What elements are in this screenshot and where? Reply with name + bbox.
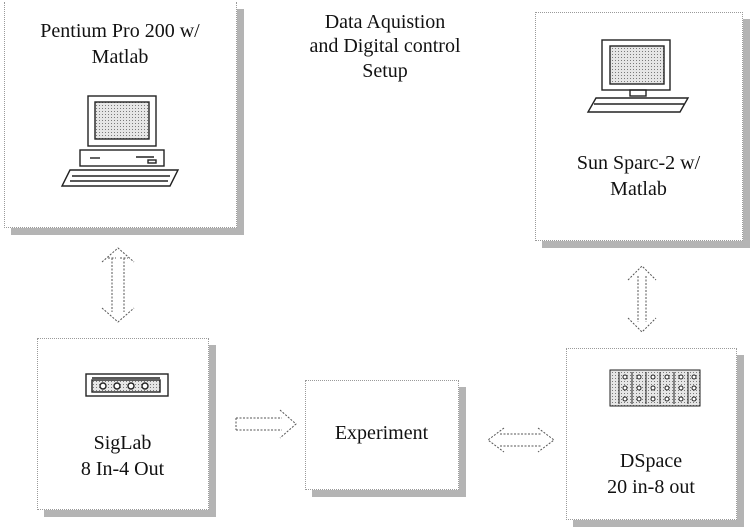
- title-line-2: and Digital control: [309, 35, 461, 58]
- pentium-pc-label: Pentium Pro 200 w/ Matlab: [4, 18, 236, 71]
- sun-sparc-label-line-2: Matlab: [610, 178, 667, 201]
- dspace-label: DSpace 20 in-8 out: [566, 448, 736, 501]
- pc-siglab-link-arrow: [101, 247, 135, 323]
- siglab-device-icon: [85, 373, 169, 397]
- experiment-label-text: Experiment: [334, 422, 429, 444]
- experiment-box: [305, 380, 459, 490]
- experiment-dspace-link-arrow: [487, 427, 555, 453]
- dspace-label-line-1: DSpace: [619, 450, 683, 472]
- pentium-pc-label-line-1: Pentium Pro 200 w/: [40, 20, 200, 42]
- siglab-label-line-1: SigLab: [93, 432, 152, 454]
- workstation-computer-icon: [586, 39, 690, 113]
- experiment-label: Experiment: [305, 420, 458, 446]
- title-line-3: Setup: [362, 59, 408, 82]
- desktop-computer-icon: [60, 95, 180, 187]
- siglab-label-line-2: 8 In-4 Out: [80, 458, 165, 481]
- siglab-experiment-link-arrow: [235, 409, 297, 439]
- pentium-pc-label-line-2: Matlab: [91, 46, 149, 69]
- dspace-label-line-2: 20 in-8 out: [607, 476, 695, 499]
- siglab-label: SigLab 8 In-4 Out: [37, 430, 208, 483]
- dspace-board-icon: [609, 369, 701, 407]
- diagram-title: Data Aquistion and Digital control Setup: [285, 10, 485, 83]
- siglab-box: [37, 338, 209, 510]
- sun-sparc-label: Sun Sparc-2 w/ Matlab: [535, 150, 742, 203]
- title-line-1: Data Aquistion: [324, 11, 446, 33]
- sun-dspace-link-arrow: [627, 265, 657, 333]
- sun-sparc-label-line-1: Sun Sparc-2 w/: [576, 152, 701, 174]
